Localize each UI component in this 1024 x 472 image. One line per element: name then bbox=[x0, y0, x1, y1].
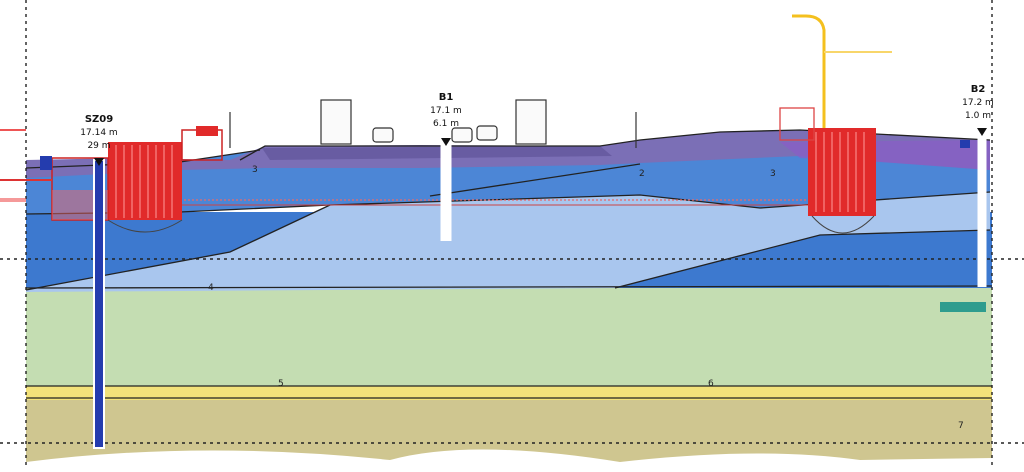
borehole-name: SZ09 bbox=[85, 114, 113, 125]
road-embankment bbox=[262, 146, 612, 160]
truck-left bbox=[320, 99, 352, 145]
car-1 bbox=[372, 127, 394, 143]
borehole-depth: 1.0 m bbox=[965, 111, 991, 121]
borehole-name: B1 bbox=[439, 92, 454, 103]
water-level-icon bbox=[977, 128, 987, 136]
borehole-1: SZ09 17.14 m 29 m bbox=[80, 114, 118, 449]
right-structure-body bbox=[808, 128, 876, 216]
borehole-elevation: 17.14 m bbox=[80, 128, 117, 138]
borehole-depth: 29 m bbox=[87, 141, 110, 151]
layer-light-clay bbox=[26, 190, 990, 292]
car-3 bbox=[476, 125, 498, 141]
borehole-name: B2 bbox=[971, 84, 986, 95]
street-lamp bbox=[792, 14, 892, 128]
layer-mark: 2 bbox=[639, 169, 645, 179]
bottom-boundary bbox=[26, 449, 992, 468]
borehole-shaft bbox=[977, 129, 987, 287]
water-level-icon bbox=[94, 158, 104, 166]
borehole-elevation: 17.2 m bbox=[962, 98, 994, 108]
borehole-2: B1 17.1 m 6.1 m bbox=[430, 92, 462, 241]
soil-layers bbox=[26, 130, 992, 468]
layer-mark: 7 bbox=[958, 421, 964, 431]
right-pipe bbox=[940, 302, 986, 312]
layer-mark: 6 bbox=[708, 379, 714, 389]
surface-objects bbox=[229, 99, 637, 148]
layer-mark: 4 bbox=[208, 283, 214, 293]
water-level-icon bbox=[441, 138, 451, 146]
boreholes: SZ09 17.14 m 29 m B1 17.1 m 6.1 m B2 17.2 m 1.0 … bbox=[80, 84, 994, 449]
layer-mark: 3 bbox=[252, 165, 258, 175]
truck-right bbox=[515, 99, 547, 145]
borehole-shaft bbox=[440, 139, 452, 241]
borehole-shaft bbox=[93, 159, 105, 449]
layer-yellow-sand bbox=[26, 386, 992, 400]
car-2 bbox=[451, 127, 473, 143]
layer-mark: 3 bbox=[770, 169, 776, 179]
layer-marks: 2 3 3 4 5 6 7 bbox=[208, 165, 964, 431]
borehole-depth: 6.1 m bbox=[433, 119, 459, 129]
left-blue-block bbox=[40, 156, 52, 170]
layer-green-silt bbox=[26, 286, 992, 386]
borehole-elevation: 17.1 m bbox=[430, 106, 462, 116]
right-station-structure bbox=[779, 107, 970, 234]
left-structure-body bbox=[108, 142, 182, 220]
borehole-3: B2 17.2 m 1.0 m bbox=[962, 84, 994, 287]
layer-mark: 5 bbox=[278, 379, 284, 389]
